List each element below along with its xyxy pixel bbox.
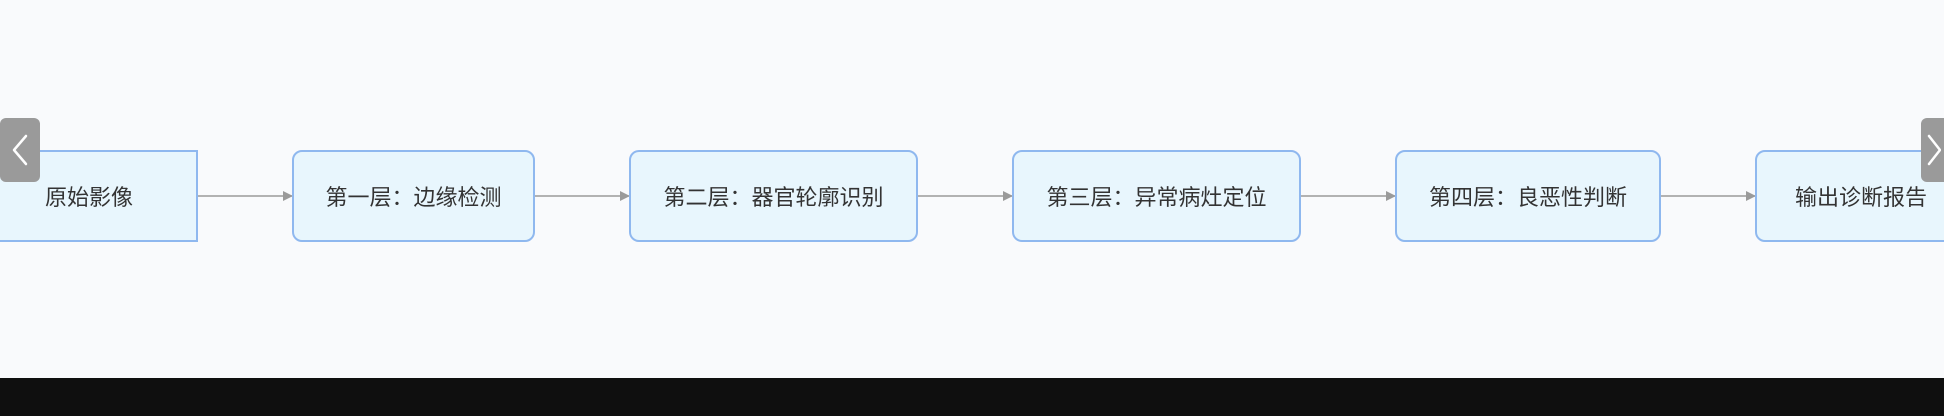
node-layer1-edge-detection[interactable]: 第一层：边缘检测	[292, 150, 535, 242]
bottom-bar	[0, 378, 1944, 416]
next-button[interactable]	[1921, 118, 1944, 182]
chevron-left-icon	[12, 134, 28, 166]
node-output-report[interactable]: 输出诊断报告	[1755, 150, 1944, 242]
node-label: 原始影像	[44, 186, 133, 211]
node-label: 第二层：器官轮廓识别	[663, 186, 884, 211]
chevron-right-icon	[1927, 134, 1941, 166]
node-label: 第四层：良恶性判断	[1428, 186, 1627, 211]
node-label: 第三层：异常病灶定位	[1046, 186, 1267, 211]
node-layer2-organ-contour[interactable]: 第二层：器官轮廓识别	[629, 150, 918, 242]
node-label: 第一层：边缘检测	[325, 186, 502, 211]
prev-button[interactable]	[0, 118, 40, 182]
node-label: 输出诊断报告	[1794, 186, 1927, 211]
node-layer4-benign-malignant[interactable]: 第四层：良恶性判断	[1395, 150, 1661, 242]
edge-layer	[198, 191, 1756, 201]
diagram-canvas: 原始影像 第一层：边缘检测 第二层：器官轮廓识别 第三层：异常病灶定位 第四层：…	[0, 0, 1944, 378]
node-layer3-lesion-location[interactable]: 第三层：异常病灶定位	[1012, 150, 1301, 242]
